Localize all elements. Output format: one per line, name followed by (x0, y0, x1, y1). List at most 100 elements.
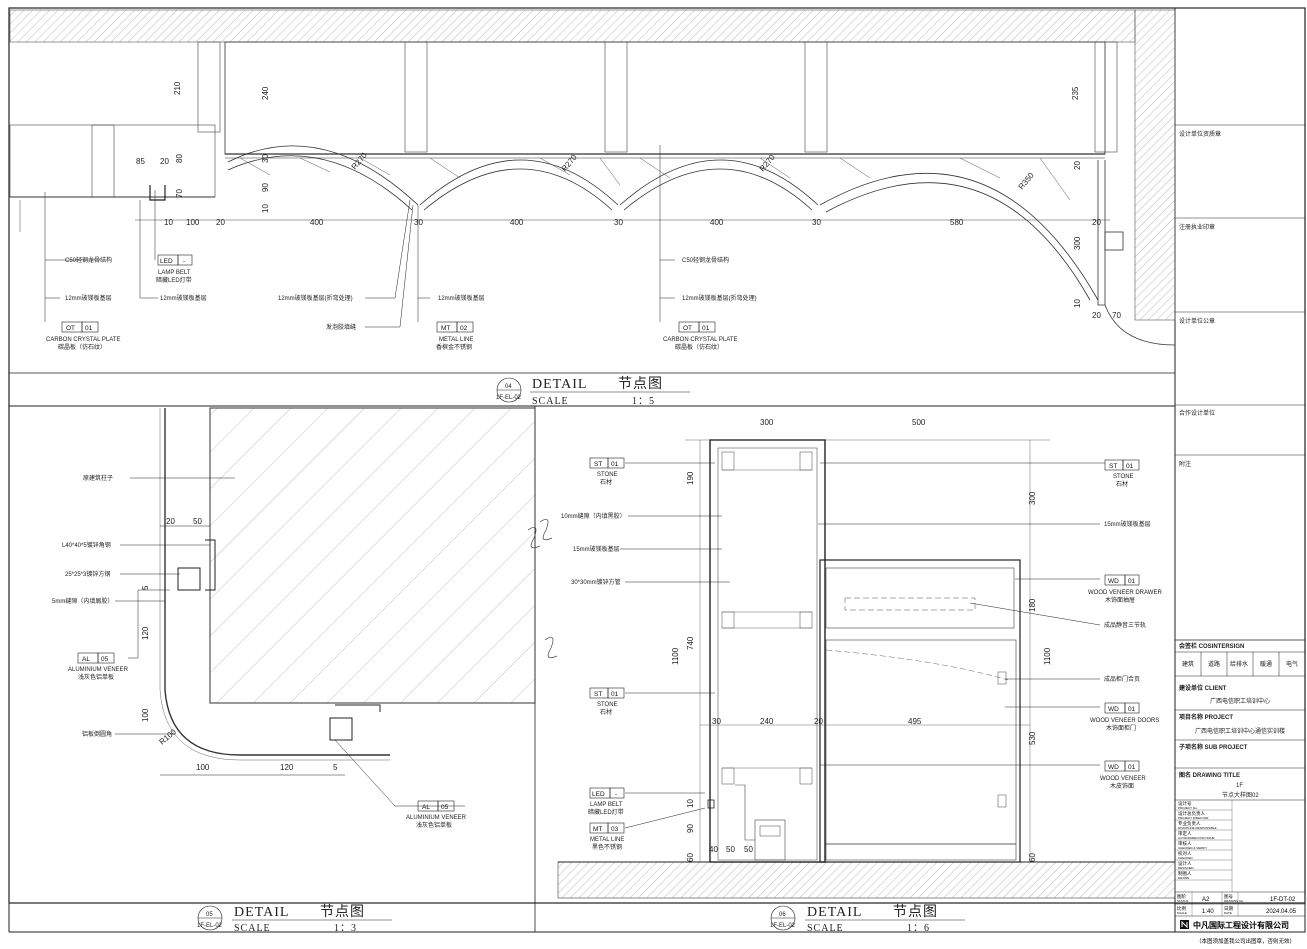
dim-240: 240 (261, 86, 270, 100)
tb-stage: A2 (1202, 897, 1210, 903)
tb-role-2: 专业负责人 (1178, 820, 1201, 827)
note-bent-1: 12mm玻镁板基层(折弯处理) (278, 294, 353, 302)
dim-span-400a: 400 (310, 218, 324, 227)
svg-text:浅灰色铝单板: 浅灰色铝单板 (78, 673, 114, 681)
tag-al-left: AL 05 ALUMINIUM VENEER 浅灰色铝单板 (68, 652, 129, 681)
svg-text:METAL LINE: METAL LINE (590, 837, 624, 843)
dim-05-50: 50 (193, 517, 202, 526)
svg-text:1F-EL-02: 1F-EL-02 (770, 923, 796, 929)
svg-text:AL: AL (422, 804, 430, 811)
tag-ot-mid: OT 01 CARBON CRYSTAL PLATE 碳晶板（仿石纹） (663, 321, 737, 351)
svg-text:MT: MT (441, 325, 450, 332)
tb-discipline-hvac: 暖通 (1260, 660, 1272, 668)
tb-dwgno-label: 图号 (1224, 894, 1233, 900)
svg-text:节点图: 节点图 (320, 904, 365, 920)
dim-06-r180: 180 (1028, 598, 1037, 612)
dim-span-30c: 30 (812, 218, 821, 227)
dim-06-10: 10 (686, 799, 695, 808)
svg-text:PROJECT DIRECTOR: PROJECT DIRECTOR (1178, 816, 1209, 820)
dim-06-90: 90 (686, 824, 695, 833)
radius-2: R270 (560, 152, 580, 173)
svg-text:01: 01 (702, 325, 710, 332)
svg-text:SCALE: SCALE (532, 396, 569, 407)
svg-text:01: 01 (611, 461, 619, 468)
dim-30a: 30 (261, 154, 270, 163)
note-c50-left: C50轻钢龙骨结构 (65, 256, 112, 264)
svg-text:STONE: STONE (597, 472, 618, 478)
dim-span-30a: 30 (414, 218, 423, 227)
dim-06-740: 740 (686, 636, 695, 650)
tb-discipline-plumbing: 给排水 (1230, 660, 1248, 668)
tb-drawing-title-label: 图名 DRAWING TITLE (1179, 771, 1240, 779)
tag-mt-02: MT 02 METAL LINE 香槟金不锈钢 (436, 321, 473, 351)
ceiling-slab (9, 9, 1136, 43)
dim-06-500: 500 (912, 418, 926, 427)
svg-text:CHECKED & VERIFY: CHECKED & VERIFY (1178, 846, 1207, 850)
dim-06-b40: 40 (709, 845, 718, 854)
tb-role-4: 审核人 (1178, 840, 1192, 847)
detail-05-drawing: 原建筑柱子 L40*40*5镀锌角钢 25*25*3镀锌方钢 5mm缝隙（内填屑… (9, 407, 558, 934)
tb-seal-qualification: 设计单位资质章 (1179, 130, 1221, 138)
tb-role-0: 设计号 (1178, 800, 1192, 807)
note-12mm-mid: 12mm玻镁板基层(折弯处理) (682, 294, 757, 302)
tb-date-label: 日期 (1224, 906, 1233, 912)
tag-wd-doors: WD 01 WOOD VENEER DOORS 木饰面柜门 (1090, 702, 1159, 732)
svg-text:木饰面柜门: 木饰面柜门 (1106, 724, 1136, 732)
dim-80: 80 (175, 154, 184, 163)
svg-text:DETAIL: DETAIL (807, 905, 862, 920)
tb-dwgno: 1F-DT-02 (1270, 897, 1296, 903)
company-logo (1180, 920, 1189, 929)
svg-text:-: - (183, 258, 185, 265)
svg-text:01: 01 (1128, 578, 1136, 585)
tb-role-5: 校对人 (1178, 850, 1192, 857)
tb-cosign: 会签栏 COSINTERSIGN (1179, 642, 1244, 650)
svg-text:DATE: DATE (1224, 911, 1232, 915)
svg-text:木皮饰面: 木皮饰面 (1110, 782, 1134, 790)
svg-text:WD: WD (1108, 764, 1119, 771)
dim-05-5a: 5 (141, 585, 150, 590)
svg-text:LED: LED (592, 791, 605, 798)
dim-06-60a: 60 (686, 853, 695, 862)
svg-text:石材: 石材 (600, 708, 612, 716)
dim-span-30b: 30 (614, 218, 623, 227)
note-foam: 发泡胶填缝 (326, 323, 356, 331)
svg-text:01: 01 (1128, 706, 1136, 713)
tag-st-left-mid: ST 01 STONE 石材 (589, 687, 625, 716)
note-06-rail: 成品静音三节轨 (1104, 621, 1146, 629)
tb-project-label: 项目名称 PROJECT (1179, 713, 1233, 721)
tb-partner: 合作设计单位 (1179, 409, 1215, 417)
note-06-hinge: 成品柜门合页 (1104, 675, 1140, 683)
note-base-2: 12mm玻镁板基层 (438, 294, 485, 302)
svg-text:CARBON CRYSTAL PLATE: CARBON CRYSTAL PLATE (46, 337, 120, 343)
svg-text:1F-EL-02: 1F-EL-02 (197, 923, 223, 929)
note-round-corner: 铝板倒圆角 (82, 730, 112, 738)
tb-discipline-electric: 电气 (1286, 660, 1298, 668)
note-06-r-board: 15mm玻镁板基层 (1104, 520, 1151, 528)
tb-role-7: 制图人 (1178, 870, 1192, 877)
dim-235: 235 (1071, 86, 1080, 100)
tag-al-bottom: AL 05 ALUMINIUM VENEER 浅灰色铝单板 (406, 800, 467, 829)
tb-role-1: 设计总负责人 (1178, 810, 1205, 817)
dim-06-300: 300 (760, 418, 774, 427)
svg-text:04: 04 (505, 384, 512, 390)
tb-company: 中凡国际工程设计有限公司 (1193, 920, 1289, 930)
tb-project: 广西电信职工培训中心通信实训楼 (1195, 727, 1285, 735)
tb-discipline-arch: 建筑 (1182, 660, 1194, 668)
dim-85: 85 (136, 157, 145, 166)
tag-led-06: LED - LAMP BELT 暗藏LED灯带 (588, 787, 625, 816)
svg-text:05: 05 (101, 656, 109, 663)
svg-text:香槟金不锈钢: 香槟金不锈钢 (436, 343, 472, 351)
svg-text:ALUMINIUM VENEER: ALUMINIUM VENEER (68, 667, 129, 673)
tb-date: 2024.04.05 (1266, 909, 1297, 915)
dim-06-r1100: 1100 (1043, 647, 1052, 665)
dim-06-1100a: 1100 (671, 647, 680, 665)
tb-client-label: 建设单位 CLIENT (1179, 684, 1227, 692)
svg-text:DETAIL: DETAIL (234, 905, 289, 920)
svg-text:ST: ST (594, 691, 602, 698)
detail-04-title: 04 1F-EL-02 DETAIL 节点图 SCALE 1：5 (496, 376, 690, 407)
original-column (209, 407, 536, 704)
tb-discipline-road: 道路 (1208, 660, 1220, 668)
dim-06-r60: 60 (1028, 853, 1037, 862)
svg-text:STONE: STONE (1113, 474, 1134, 480)
svg-text:DETAIL: DETAIL (532, 377, 587, 392)
